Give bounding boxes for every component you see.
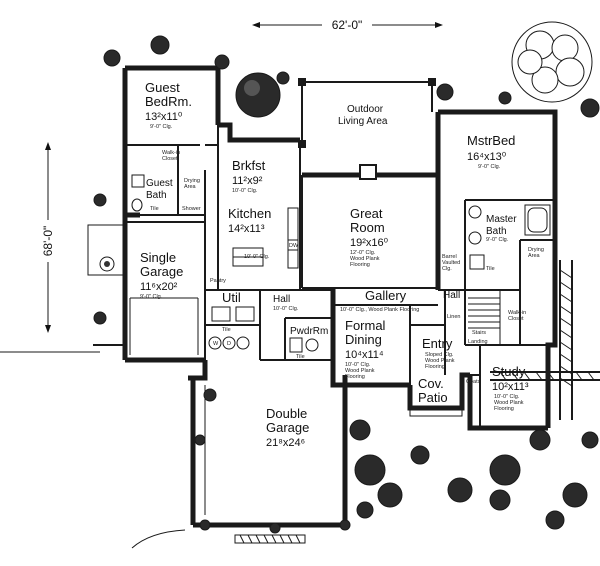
formal-dining-size: 10⁴x11⁴ <box>345 349 384 361</box>
entry-note-2: Wood Plank <box>425 358 455 364</box>
drying-area-master-1: Drying <box>528 247 544 253</box>
barrel-vaulted-2: Vaulted <box>442 260 460 266</box>
landscaping <box>93 21 600 534</box>
study-note-3: Flooring <box>494 406 514 412</box>
kitchen-name: Kitchen <box>228 206 271 221</box>
powder-room-note: Tile <box>296 354 305 360</box>
master-bath-note: 9'-0" Clg. <box>486 237 509 243</box>
covered-patio-name-2: Patio <box>418 390 448 405</box>
drying-area-guest-1: Drying <box>184 178 200 184</box>
kitchen-size: 14²x11³ <box>228 223 265 235</box>
depth-dimension-label: 68'-0" <box>41 226 55 257</box>
pantry-label: Pantry <box>210 278 226 284</box>
linen-label: Linen <box>447 314 460 320</box>
width-dimension-label: 62'-0" <box>332 18 363 32</box>
powder-room-name: PwdrRm <box>290 326 328 337</box>
right-fence <box>490 260 600 420</box>
landing-label: Landing <box>468 339 488 345</box>
great-room-note-1: 12'-0" Clg. <box>350 250 376 256</box>
hall-center-note: 10'-0" Clg. <box>273 306 299 312</box>
single-garage-size: 11⁶x20² <box>140 281 178 293</box>
dimension-depth: 68'-0" <box>41 142 55 333</box>
single-garage-name-1: Single <box>140 250 176 265</box>
master-tile-label: Tile <box>486 266 495 272</box>
kitchen-note: 10'-0" Clg. <box>244 254 270 260</box>
room-labels: Guest BedRm. 13²x11⁰ 9'-0" Clg. Walk-in … <box>140 80 544 449</box>
walk-in-closet-master-2: Closet <box>508 316 524 322</box>
dryer-label: D <box>227 341 231 347</box>
guest-bath-name-1: Guest <box>146 178 173 189</box>
single-garage-name-2: Garage <box>140 264 183 279</box>
formal-dining-note-2: Wood Plank <box>345 368 375 374</box>
guest-bedroom-note: 9'-0" Clg. <box>150 124 173 130</box>
formal-dining-note-1: 10'-0" Clg. <box>345 362 371 368</box>
shower-label: Shower <box>182 206 201 212</box>
barrel-vaulted-3: Clg. <box>442 266 452 272</box>
breakfast-note: 10'-0" Clg. <box>232 188 258 194</box>
double-garage-name-1: Double <box>266 406 307 421</box>
great-room-name-2: Room <box>350 220 385 235</box>
entry-note-3: Flooring <box>425 364 445 370</box>
formal-dining-name-2: Dining <box>345 332 382 347</box>
stairs-label: Stairs <box>472 330 486 336</box>
double-garage-name-2: Garage <box>266 420 309 435</box>
great-room-note-2: Wood Plank <box>350 256 380 262</box>
outdoor-living-name-1: Outdoor <box>347 104 384 115</box>
master-bath-name-1: Master <box>486 214 517 225</box>
barrel-vaulted-1: Barrel <box>442 254 457 260</box>
breakfast-name: Brkfst <box>232 158 266 173</box>
study-name: Study <box>492 364 526 379</box>
coats-label: Coats <box>466 379 481 385</box>
utility-name: Util <box>222 290 241 305</box>
single-garage-note: 9'-0" Clg. <box>140 294 163 300</box>
study-note-1: 10'-0" Clg. <box>494 394 520 400</box>
master-bed-note: 9'-0" Clg. <box>478 164 501 170</box>
study-size: 10²x11³ <box>492 381 529 393</box>
washer-label: W <box>213 341 219 347</box>
walk-in-closet-guest-2: Closet <box>162 156 178 162</box>
double-garage-size: 21⁸x24⁶ <box>266 437 305 449</box>
guest-bath-name-2: Bath <box>146 190 167 201</box>
hall-right-name: Hall <box>443 290 460 301</box>
walk-in-closet-master-1: Walk-in <box>508 310 526 316</box>
dimension-width: 62'-0" <box>252 18 443 32</box>
great-room-name-1: Great <box>350 206 383 221</box>
gallery-name: Gallery <box>365 288 407 303</box>
gallery-note: 10'-0" Clg., Wood Plank Flooring <box>340 307 419 313</box>
covered-patio-name-1: Cov. <box>418 376 444 391</box>
entry-name: Entry <box>422 336 453 351</box>
guest-bedroom-size: 13²x11⁰ <box>145 111 183 123</box>
master-bed-name: MstrBed <box>467 133 515 148</box>
walk-in-closet-guest-1: Walk-in <box>162 150 180 156</box>
outdoor-living-name-2: Living Area <box>338 116 388 127</box>
great-room-note-3: Flooring <box>350 262 370 268</box>
interior-walls <box>125 125 555 428</box>
drying-area-master-2: Area <box>528 253 541 259</box>
tree-large <box>511 21 593 103</box>
utility-note: Tile <box>222 327 231 333</box>
guest-tile-label: Tile <box>150 206 159 212</box>
breakfast-size: 11²x9² <box>232 175 263 187</box>
formal-dining-name-1: Formal <box>345 318 386 333</box>
guest-bedroom-name-1: Guest <box>145 80 180 95</box>
master-bed-size: 16⁴x13⁰ <box>467 151 507 163</box>
study-note-2: Wood Plank <box>494 400 524 406</box>
great-room-size: 19²x16⁰ <box>350 237 389 249</box>
entry-note-1: Sloped Clg. <box>425 352 454 358</box>
drying-area-guest-2: Area <box>184 184 197 190</box>
dw-label: DW <box>289 243 299 249</box>
formal-dining-note-3: Flooring <box>345 374 365 380</box>
master-bath-name-2: Bath <box>486 226 507 237</box>
hall-center-name: Hall <box>273 294 290 305</box>
fixtures <box>0 164 600 549</box>
guest-bedroom-name-2: BedRm. <box>145 94 192 109</box>
stairs-treads <box>468 290 501 345</box>
